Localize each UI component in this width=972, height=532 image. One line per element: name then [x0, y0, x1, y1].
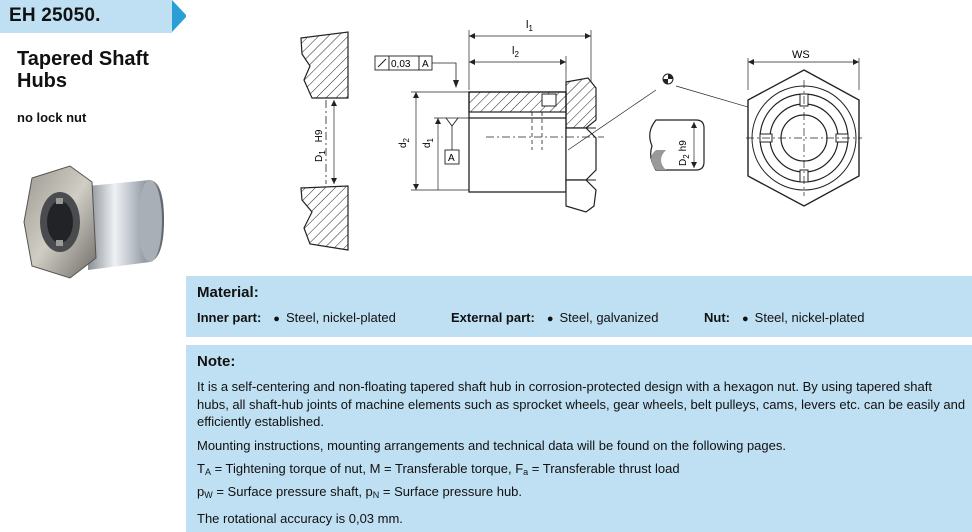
note-line-pressure: pW = Surface pressure shaft, pN = Surfac… — [197, 483, 523, 500]
technical-drawing-svg: D1H9 l1 l2 0,03 A — [300, 19, 862, 251]
note-line-torque: TA = Tightening torque of nut, M = Trans… — [197, 461, 680, 477]
product-code: EH 25050. — [9, 5, 101, 26]
note-section: Note: It is a self-centering and non-flo… — [186, 345, 972, 532]
note-paragraph-mounting: Mounting instructions, mounting arrangem… — [197, 437, 786, 453]
dim-ws-label: WS — [792, 49, 810, 61]
material-nut-label: Nut: — [704, 310, 730, 325]
product-title: Tapered Shaft Hubs — [17, 48, 149, 92]
note-paragraph-description: It is a self-centering and non-floating … — [197, 379, 966, 429]
bullet-icon: ● — [546, 313, 554, 325]
tolerance-value: 0,03 — [391, 59, 411, 70]
material-inner-part: Inner part: ● Steel, nickel-plated — [197, 310, 396, 325]
material-external-part-label: External part: — [451, 310, 535, 325]
product-subtitle: no lock nut — [17, 110, 87, 125]
material-inner-part-value: Steel, nickel-plated — [285, 310, 396, 325]
tolerance-datum: A — [422, 59, 429, 70]
material-nut-value: Steel, nickel-plated — [754, 310, 865, 325]
material-inner-part-label: Inner part: — [197, 310, 262, 325]
product-code-arrow — [172, 0, 187, 32]
bullet-icon: ● — [273, 313, 280, 325]
product-photo — [23, 165, 164, 279]
bullet-icon: ● — [742, 313, 749, 325]
material-external-part-value: Steel, galvanized — [559, 310, 659, 325]
dim-l2-label: l2 — [512, 45, 519, 59]
material-section: Material: Inner part: ● Steel, nickel-plat… — [186, 276, 972, 337]
material-heading: Material: — [197, 284, 259, 301]
dim-D2-label: D2h9 — [678, 140, 691, 166]
dim-l1-label: l1 — [526, 19, 533, 33]
note-paragraph-accuracy: The rotational accuracy is 0,03 mm. — [197, 511, 403, 526]
note-body: It is a self-centering and non-floating … — [197, 378, 967, 532]
dim-d1-label: d1 — [422, 137, 435, 148]
note-heading: Note: — [197, 353, 236, 370]
dim-D1-label: D1H9 — [314, 129, 327, 162]
material-nut: Nut: ● Steel, nickel-plated — [704, 310, 865, 325]
datum-A-label: A — [448, 153, 455, 164]
product-code-bar — [0, 0, 172, 33]
material-external-part: External part: ● Steel, galvanized — [451, 310, 658, 325]
technical-drawing: D1H9 l1 l2 0,03 A — [186, 0, 972, 266]
dim-d2-label: d2 — [398, 137, 411, 148]
